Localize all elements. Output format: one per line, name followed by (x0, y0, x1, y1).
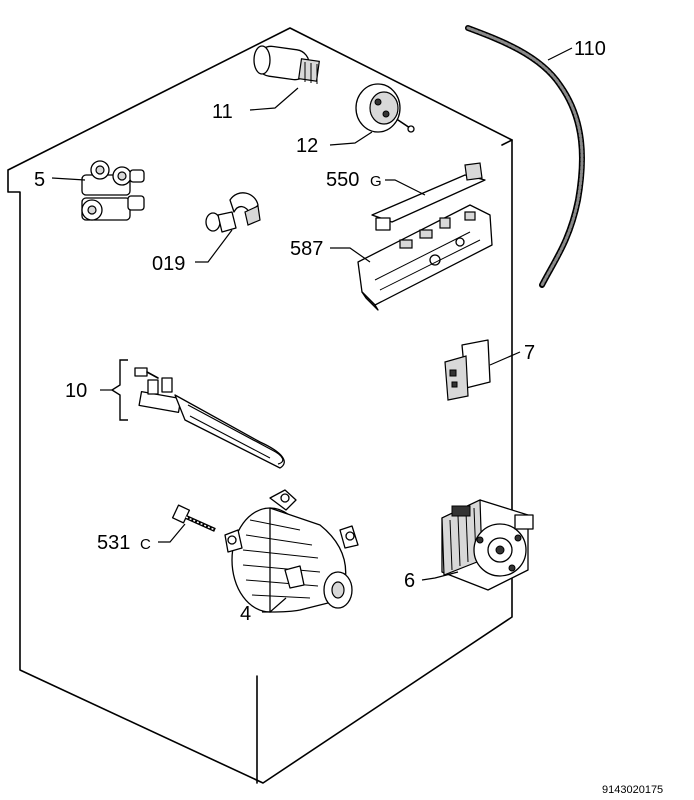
part-6-pump (441, 499, 534, 591)
part-587-electronic-board (357, 204, 493, 311)
part-12-pressure-switch (355, 83, 415, 133)
callout-4: 4 (240, 603, 251, 625)
callout-531: 531 (97, 532, 130, 554)
part-019-clip (205, 192, 261, 233)
callout-531-suffix: C (140, 536, 151, 553)
callout-110: 110 (574, 38, 606, 60)
callout-550: 550 (326, 169, 359, 191)
callout-11: 11 (212, 101, 233, 123)
callout-550-suffix: G (370, 173, 382, 190)
part-4-motor (224, 489, 359, 613)
drawing-number: 9143020175 (602, 784, 663, 796)
callout-6: 6 (404, 570, 415, 592)
part-5-inlet-valve (81, 160, 145, 221)
callout-7: 7 (524, 342, 535, 364)
callout-12: 12 (296, 135, 318, 157)
callout-10: 10 (65, 380, 87, 402)
part-550g-board-part (371, 162, 486, 231)
callout-587: 587 (290, 238, 323, 260)
callout-019: 019 (152, 253, 185, 275)
callout-5: 5 (34, 169, 45, 191)
part-7-door-lock (444, 339, 491, 401)
part-110-cable (465, 25, 585, 288)
part-531c-screw (171, 504, 216, 532)
part-10-heating-element (100, 359, 285, 469)
part-11-capacitor (253, 45, 320, 84)
cabinet-outline (7, 27, 513, 784)
